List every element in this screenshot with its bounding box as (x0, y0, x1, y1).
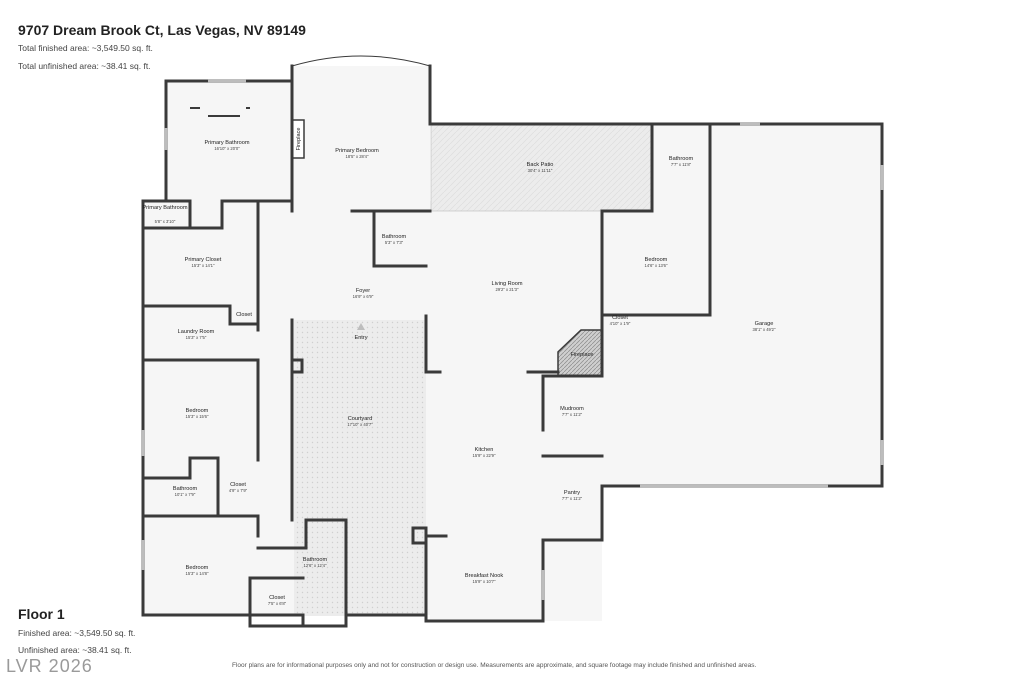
svg-text:7'7" x 11'2": 7'7" x 11'2" (562, 496, 583, 501)
room-pantry: Pantry 7'7" x 11'2" (562, 490, 583, 501)
room-bedroom-sw: Bedroom 15'3" x 14'8" (186, 565, 209, 576)
svg-text:15'3" x 15'6": 15'3" x 15'6" (186, 414, 209, 419)
room-bathroom-mid: Bathroom 5'3" x 7'3" (382, 234, 407, 245)
room-fireplace-2: Fireplace (570, 352, 593, 358)
room-kitchen: Kitchen 15'9" x 22'9" (473, 447, 496, 458)
svg-text:Bathroom: Bathroom (382, 234, 407, 240)
svg-text:Back Patio: Back Patio (527, 162, 554, 168)
svg-text:15'3" x 7'5": 15'3" x 7'5" (186, 335, 207, 340)
svg-text:Bathroom: Bathroom (303, 557, 328, 563)
room-bathroom-west: Bathroom 10'1" x 7'9" (173, 486, 198, 497)
svg-text:5'3" x 7'3": 5'3" x 7'3" (385, 240, 404, 245)
svg-text:15'3" x 14'1": 15'3" x 14'1" (192, 263, 215, 268)
svg-text:7'5" x 6'8": 7'5" x 6'8" (268, 601, 287, 606)
room-breakfast-nook: Breakfast Nook 15'9" x 10'7" (465, 573, 503, 584)
room-back-patio: Back Patio 30'4" x 11'11" (527, 162, 554, 173)
svg-text:Pantry: Pantry (564, 490, 580, 496)
svg-text:Bathroom: Bathroom (173, 486, 198, 492)
windows (141, 79, 884, 600)
svg-text:30'4" x 11'11": 30'4" x 11'11" (528, 168, 553, 173)
room-closet-west: Closet 4'9" x 7'9" (229, 482, 248, 493)
room-laundry-room: Laundry Room 15'3" x 7'5" (178, 329, 215, 340)
svg-text:Primary Bathroom: Primary Bathroom (142, 205, 187, 211)
svg-text:Kitchen: Kitchen (475, 447, 494, 453)
svg-text:Courtyard: Courtyard (348, 416, 373, 422)
room-closet-east: Closet 4'10" x 1'9" (610, 315, 631, 326)
svg-text:14'6" x 13'6": 14'6" x 13'6" (645, 263, 668, 268)
room-garage: Garage 38'1" x 49'2" (753, 321, 776, 332)
svg-text:7'7" x 11'8": 7'7" x 11'8" (671, 162, 692, 167)
svg-text:Fireplace: Fireplace (570, 352, 593, 358)
property-address: 9707 Dream Brook Ct, Las Vegas, NV 89149 (18, 22, 306, 38)
room-mudroom: Mudroom 7'7" x 11'2" (560, 406, 584, 417)
room-closet-sw: Closet 7'5" x 6'8" (268, 595, 287, 606)
svg-text:18'5" x 28'4": 18'5" x 28'4" (346, 154, 369, 159)
floor-title: Floor 1 (18, 606, 65, 622)
svg-text:Mudroom: Mudroom (560, 406, 584, 412)
svg-text:Primary Bedroom: Primary Bedroom (335, 148, 379, 154)
svg-text:Garage: Garage (755, 321, 774, 327)
svg-text:Closet: Closet (230, 482, 246, 488)
room-primary-bathroom: Primary Bathroom 16'10" x 20'0" (204, 140, 249, 151)
entry-arrow-icon (357, 323, 365, 330)
svg-text:12'6" x 12'4": 12'6" x 12'4" (304, 563, 327, 568)
back-patio-area (430, 123, 653, 212)
svg-text:15'9" x 22'9": 15'9" x 22'9" (473, 453, 496, 458)
svg-text:29'2" x 21'3": 29'2" x 21'3" (496, 287, 519, 292)
room-living-room: Living Room 29'2" x 21'3" (491, 281, 522, 292)
room-entry: Entry (354, 335, 367, 341)
svg-text:Laundry Room: Laundry Room (178, 329, 215, 335)
svg-text:Breakfast Nook: Breakfast Nook (465, 573, 503, 579)
svg-text:7'7" x 11'2": 7'7" x 11'2" (562, 412, 583, 417)
svg-text:17'10" x 40'7": 17'10" x 40'7" (347, 422, 373, 427)
svg-text:Living Room: Living Room (491, 281, 522, 287)
courtyard-area (294, 320, 426, 616)
svg-text:Foyer: Foyer (356, 288, 370, 294)
room-bathroom-south: Bathroom 12'6" x 12'4" (303, 557, 328, 568)
floor-unfinished-area: Unfinished area: ~38.41 sq. ft. (18, 645, 132, 655)
svg-text:Closet: Closet (612, 315, 628, 321)
total-unfinished-area: Total unfinished area: ~38.41 sq. ft. (18, 61, 151, 71)
room-primary-bedroom: Primary Bedroom 18'5" x 28'4" (335, 148, 379, 159)
svg-text:Entry: Entry (354, 335, 367, 341)
walls (141, 55, 884, 628)
svg-text:10'1" x 7'9": 10'1" x 7'9" (175, 492, 196, 497)
svg-text:16'9" x 6'9": 16'9" x 6'9" (353, 294, 374, 299)
svg-text:Primary Bathroom: Primary Bathroom (204, 140, 249, 146)
floor-finished-area: Finished area: ~3,549.50 sq. ft. (18, 628, 136, 638)
svg-text:Bedroom: Bedroom (186, 408, 209, 414)
room-bedroom-west: Bedroom 15'3" x 15'6" (186, 408, 209, 419)
svg-text:38'1" x 49'2": 38'1" x 49'2" (753, 327, 776, 332)
watermark: LVR 2026 (6, 656, 93, 676)
svg-text:15'9" x 10'7": 15'9" x 10'7" (473, 579, 496, 584)
svg-text:Closet: Closet (236, 312, 252, 318)
room-courtyard: Courtyard 17'10" x 40'7" (347, 416, 373, 427)
svg-text:4'10" x 1'9": 4'10" x 1'9" (610, 321, 631, 326)
svg-text:Bedroom: Bedroom (645, 257, 668, 263)
svg-text:15'3" x 14'8": 15'3" x 14'8" (186, 571, 209, 576)
svg-text:16'10" x 20'0": 16'10" x 20'0" (214, 146, 240, 151)
room-foyer: Foyer 16'9" x 6'9" (353, 288, 374, 299)
svg-text:5'8" x 3'10": 5'8" x 3'10" (155, 219, 176, 224)
svg-text:Bedroom: Bedroom (186, 565, 209, 571)
total-finished-area: Total finished area: ~3,549.50 sq. ft. (18, 43, 153, 53)
room-primary-closet: Primary Closet 15'3" x 14'1" (185, 257, 222, 268)
svg-text:Fireplace: Fireplace (296, 127, 302, 150)
room-bathroom-ne: Bathroom 7'7" x 11'8" (669, 156, 694, 167)
room-closet-laundry: Closet (236, 312, 252, 318)
disclaimer: Floor plans are for informational purpos… (232, 662, 757, 669)
room-primary-bathroom-small: Primary Bathroom 5'8" x 3'10" (142, 205, 187, 224)
room-fireplace-1: Fireplace (296, 127, 302, 150)
svg-text:Primary Closet: Primary Closet (185, 257, 222, 263)
svg-text:Bathroom: Bathroom (669, 156, 694, 162)
floor-fill (143, 66, 882, 621)
svg-text:4'9" x 7'9": 4'9" x 7'9" (229, 488, 248, 493)
svg-text:Closet: Closet (269, 595, 285, 601)
room-bedroom-east: Bedroom 14'6" x 13'6" (645, 257, 668, 268)
fixtures (190, 107, 250, 117)
